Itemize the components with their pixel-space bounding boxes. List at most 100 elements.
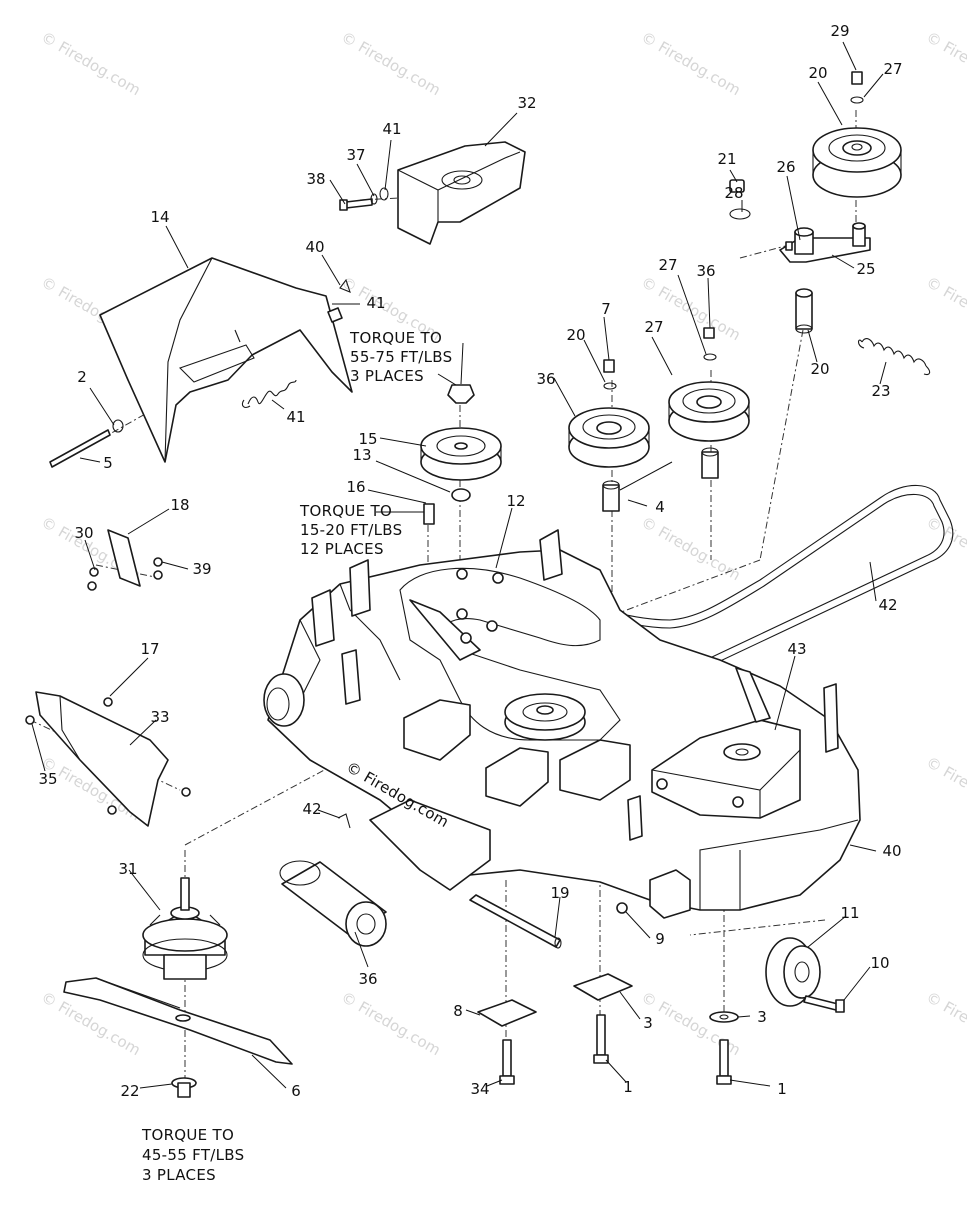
callout-number: 27: [644, 318, 663, 336]
callout-number: 41: [382, 120, 401, 138]
rear-wheel-9: [616, 902, 845, 1013]
callout-number: 1: [777, 1080, 787, 1098]
note-line: 15-20 FT/LBS: [300, 521, 402, 539]
note-line: 45-55 FT/LBS: [142, 1146, 244, 1164]
callout-number: 20: [810, 360, 829, 378]
callout-number: 39: [192, 560, 211, 578]
callout-number: 4: [655, 498, 665, 516]
callout-number: 32: [517, 94, 536, 112]
callout-number: 35: [38, 770, 57, 788]
axle-11: [469, 894, 562, 949]
note-line: 3 PLACES: [142, 1166, 216, 1184]
idler-pulley-20-left: [568, 359, 650, 512]
callout-number: 26: [776, 158, 795, 176]
spindle-19: [142, 877, 228, 980]
callout-number: 42: [878, 596, 897, 614]
callout-number: 21: [717, 150, 736, 168]
deck-wheel-left: [263, 673, 305, 727]
baffle-35: [25, 691, 191, 827]
cotter-pin-40: [339, 278, 351, 293]
watermark-text: © Firedog.com: [638, 513, 744, 584]
callout-number: 36: [536, 370, 555, 388]
callout-number: 10: [870, 954, 889, 972]
callout-number: 28: [724, 184, 743, 202]
bolt-38: [339, 187, 389, 211]
pivot-rod-16: [49, 419, 124, 468]
callout-number: 6: [291, 1082, 301, 1100]
callout-number: 15: [358, 430, 377, 448]
callout-number: 17: [140, 640, 159, 658]
callout-number: 40: [305, 238, 324, 256]
watermark-text: © Firedog.com: [923, 273, 967, 344]
callout-number: 18: [170, 496, 189, 514]
spring-2: [857, 338, 931, 376]
roller-10: [279, 860, 387, 947]
callout-number: 22: [120, 1082, 139, 1100]
spacer-23: [795, 288, 813, 334]
watermark-text: © Firedog.com: [923, 753, 967, 824]
watermark-text: © Firedog.com: [38, 28, 144, 99]
callout-number: 1: [623, 1078, 633, 1096]
callout-number: 20: [566, 326, 585, 344]
callout-number: 38: [306, 170, 325, 188]
idler-pulley-20-right: [668, 327, 750, 479]
callout-number: 29: [830, 22, 849, 40]
watermark-text: © Firedog.com: [923, 28, 967, 99]
callout-number: 27: [658, 256, 677, 274]
callout-number: 41: [366, 294, 385, 312]
callout-number: 19: [550, 884, 569, 902]
callout-number: 27: [883, 60, 902, 78]
callout-number: 9: [655, 930, 665, 948]
callout-number: 13: [352, 446, 371, 464]
callout-number: 37: [346, 146, 365, 164]
watermark-text: © Firedog.com: [338, 28, 444, 99]
callout-number: 41: [286, 408, 305, 426]
belt-cover-32: [397, 141, 526, 245]
note-line: TORQUE TO: [299, 502, 392, 520]
callout-number: 7: [601, 300, 611, 318]
callout-number: 20: [808, 64, 827, 82]
callout-number: 12: [506, 492, 525, 510]
callout-number: 3: [757, 1008, 767, 1026]
idler-pulley-20-top: [812, 71, 902, 198]
note-line: 3 PLACES: [350, 367, 424, 385]
callout-number: 8: [453, 1002, 463, 1020]
idler-arm-25: [729, 179, 871, 263]
leader-lines: [31, 41, 887, 1089]
callout-number: 34: [470, 1080, 489, 1098]
deck-housing-31: [267, 529, 861, 919]
callout-number: 5: [103, 454, 113, 472]
note-torque-55-75: TORQUE TO 55-75 FT/LBS 3 PLACES: [349, 329, 452, 385]
washer-22-bolt-24: [709, 1011, 739, 1085]
callout-number: 43: [787, 640, 806, 658]
callout-number: 14: [150, 208, 169, 226]
note-line: TORQUE TO: [349, 329, 442, 347]
callout-number: 25: [856, 260, 875, 278]
callout-number: 16: [346, 478, 365, 496]
watermark-text: © Firedog.com: [638, 28, 744, 99]
callout-number: 36: [358, 970, 377, 988]
note-line: 12 PLACES: [300, 540, 384, 558]
drive-pulley-13: [420, 384, 502, 525]
plates-3: [477, 973, 633, 1027]
callout-number: 31: [118, 860, 137, 878]
note-torque-45-55: TORQUE TO 45-55 FT/LBS 3 PLACES: [141, 1126, 244, 1184]
note-line: TORQUE TO: [141, 1126, 234, 1144]
callout-number: 42: [302, 800, 321, 818]
discharge-chute-14: [99, 257, 353, 463]
cotter-pin-40-deck: [337, 813, 351, 829]
spring-15: [241, 379, 297, 408]
callout-number: 33: [150, 708, 169, 726]
note-line: 55-75 FT/LBS: [350, 348, 452, 366]
watermark-text: © Firedog.com: [338, 988, 444, 1059]
callout-number: 36: [696, 262, 715, 280]
callout-number: 40: [882, 842, 901, 860]
callout-number: 3: [643, 1014, 653, 1032]
bracket-30: [87, 529, 163, 591]
watermark-text: © Firedog.com: [923, 513, 967, 584]
callout-number: 11: [840, 904, 859, 922]
watermark-text: © Firedog.com: [923, 988, 967, 1059]
